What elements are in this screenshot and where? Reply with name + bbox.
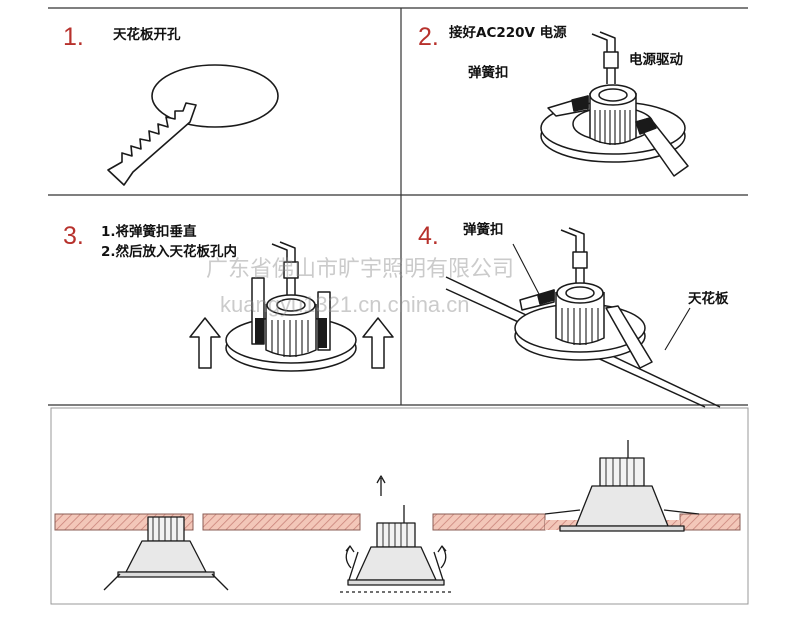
lamp3-wire-2 [279, 241, 296, 295]
lamp3-fins [271, 320, 309, 357]
step-2-clip-label: 弹簧扣 [468, 65, 509, 81]
lamp-c-clip-right [663, 509, 700, 515]
up-arrow-right-icon [362, 317, 394, 369]
lamp-b-flange [347, 579, 445, 586]
right-spring-clip-dark [635, 117, 657, 135]
lamp-c-reflector [575, 485, 669, 527]
step-1-caption: 天花板开孔 [113, 27, 181, 43]
bottom-panel-frame [50, 407, 749, 605]
clip3-right-dark [318, 318, 327, 348]
push-up-arrow-icon [376, 475, 386, 496]
saw-icon [107, 102, 197, 186]
ceiling-segment-4 [679, 513, 741, 531]
step-4-number: 4. [418, 222, 439, 250]
step3-illustration [189, 241, 394, 372]
lamp-a-heatsink [147, 516, 185, 542]
lamp-a-clip-right [211, 573, 229, 591]
lamp3-wire [271, 243, 288, 295]
section-lamp-inserting [340, 475, 452, 593]
driver-connector [603, 51, 619, 69]
step4-illustration [445, 227, 721, 408]
step-2-number: 2. [418, 23, 439, 51]
ceiling-segment-3 [432, 513, 546, 531]
rotate-arrow-left-icon [345, 545, 355, 569]
lamp4-fins [561, 308, 599, 345]
panel-grid [48, 7, 748, 406]
step1-illustration [107, 64, 279, 186]
lamp4-top-inner [565, 286, 595, 300]
lamp3-top-inner [276, 298, 306, 312]
ceiling-segment-2 [202, 513, 361, 531]
lamp-c-clip-left [544, 509, 581, 515]
step-3-line-1: 1.将弹簧扣垂直 [101, 224, 197, 240]
lamp-c-fins [605, 458, 635, 486]
step-3-line-2: 2.然后放入天花板孔内 [101, 244, 238, 260]
lamp-c-heatsink [599, 457, 645, 487]
lamp-b-fins [382, 523, 408, 547]
lamp-a-flange [117, 571, 215, 578]
watermark-url: kuangyu1321.cn.china.cn [220, 292, 470, 317]
clip4-right [605, 305, 653, 369]
lamp-b-clip-right [433, 551, 444, 581]
lamp-b-clip-left [348, 551, 359, 581]
pointer-spring-clip [512, 243, 541, 297]
lamp-a-reflector [125, 540, 207, 573]
power-wire [591, 33, 608, 84]
rotate-arrow-right-icon [437, 545, 447, 569]
lamp-top-inner [598, 88, 628, 102]
step-1-number: 1. [63, 23, 84, 51]
lamp-c-flange [559, 525, 685, 532]
lamp3-connector [283, 261, 299, 279]
up-arrow-left-icon [189, 317, 221, 369]
left-spring-clip-dark [571, 95, 589, 112]
step-4-ceiling-label: 天花板 [688, 291, 729, 307]
heatsink-fins [594, 110, 631, 145]
step-2-caption: 接好AC220V 电源 [449, 25, 567, 41]
lamp-a-clip-left [103, 573, 121, 591]
lamp-b-reflector [355, 546, 437, 581]
lamp4-connector [572, 251, 588, 269]
step-2-driver-label: 电源驱动 [629, 52, 683, 68]
section-lamp-installed [544, 440, 700, 532]
section-lamp-below [103, 516, 229, 591]
watermark-company: 广东省佛山市旷宇照明有限公司 [206, 256, 515, 281]
step-4-clip-label: 弹簧扣 [463, 222, 504, 238]
clip3-left-dark [255, 318, 264, 344]
step2-illustration [540, 31, 689, 177]
pointer-ceiling [664, 307, 691, 351]
clip4-left-dark [537, 289, 555, 305]
lamp-a-fins [152, 517, 178, 541]
step-3-number: 3. [63, 222, 84, 250]
